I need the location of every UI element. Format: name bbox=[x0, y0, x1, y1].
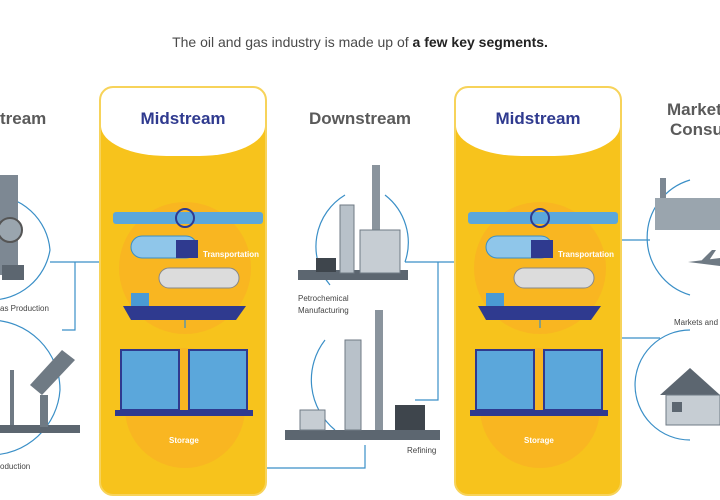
petrochemical-illustration bbox=[298, 165, 409, 286]
refining-illustration bbox=[285, 310, 440, 440]
markets-title-line2: Consu bbox=[670, 120, 720, 139]
petrochemical-label-1: Petrochemical bbox=[298, 294, 349, 303]
midstream-panel-1: Transportation Storage bbox=[99, 86, 267, 496]
midstream-title-1: Midstream bbox=[140, 109, 226, 128]
headline-prefix: The oil and gas industry is made up of bbox=[172, 34, 413, 50]
gas-production-illustration bbox=[0, 175, 51, 300]
storage-label-2: Storage bbox=[524, 436, 554, 445]
midstream-panel-2: Transportation Storage bbox=[454, 86, 622, 496]
gas-production-label: as Production bbox=[0, 304, 49, 313]
midstream-title-2: Midstream bbox=[495, 109, 581, 128]
headline: The oil and gas industry is made up of a… bbox=[0, 34, 720, 50]
oil-production-illustration bbox=[0, 320, 80, 455]
transportation-label-1: Transportation bbox=[203, 250, 260, 259]
markets-illustration bbox=[634, 178, 720, 441]
midstream-2-illustration bbox=[468, 202, 618, 468]
markets-title-line1: Market bbox=[667, 100, 720, 119]
refining-label: Refining bbox=[407, 446, 437, 455]
markets-and-label: Markets and bbox=[674, 318, 719, 327]
oil-production-label: oduction bbox=[0, 462, 31, 471]
petrochemical-label-2: Manufacturing bbox=[298, 306, 349, 315]
upstream-title: tream bbox=[0, 109, 47, 128]
downstream-title: Downstream bbox=[308, 109, 412, 128]
transportation-label-2: Transportation bbox=[558, 250, 615, 259]
midstream-1-illustration bbox=[113, 202, 263, 468]
headline-bold: a few key segments. bbox=[412, 34, 548, 50]
storage-label-1: Storage bbox=[169, 436, 199, 445]
